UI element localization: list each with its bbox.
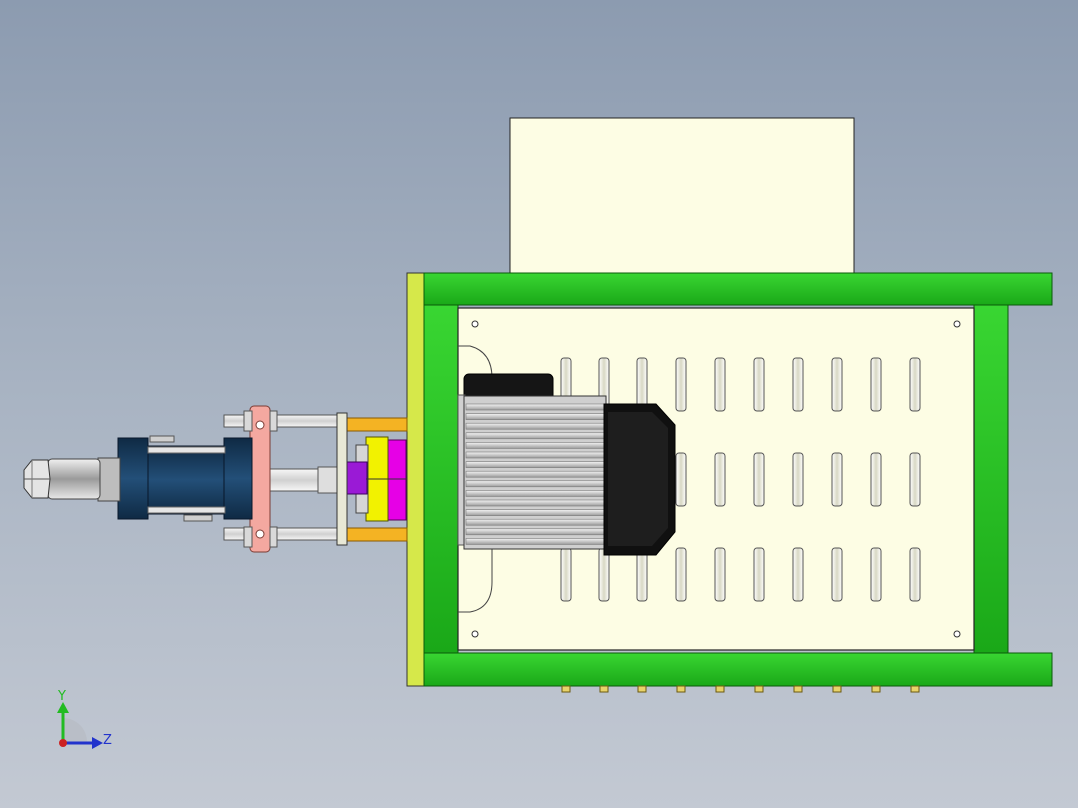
foot [832, 685, 842, 693]
vent-slot [636, 357, 648, 412]
panel-screws [471, 320, 961, 638]
fin [465, 432, 606, 440]
vent-slot [870, 452, 882, 507]
foot [637, 685, 647, 693]
vent-slot [831, 357, 843, 412]
cooling-fins [465, 403, 606, 545]
fin [465, 451, 606, 459]
foot [754, 685, 764, 693]
end-plate[interactable] [406, 272, 425, 687]
foot [715, 685, 725, 693]
fin [465, 490, 606, 497]
foot [676, 685, 686, 693]
fin [465, 461, 606, 468]
vent-slot [636, 547, 648, 602]
vent-slot [675, 452, 687, 507]
vent-slot [870, 357, 882, 412]
foot [793, 685, 803, 693]
spacer-bar-top [345, 417, 408, 432]
fin [465, 413, 606, 420]
vent-slot [714, 547, 726, 602]
foot [599, 685, 609, 693]
cylinder-fitting[interactable] [23, 457, 121, 502]
vent-slot [753, 547, 765, 602]
vent-slot [714, 357, 726, 412]
bearing-plate [336, 412, 348, 546]
green-frame[interactable] [423, 272, 1053, 687]
fin [465, 403, 606, 411]
fin [465, 470, 606, 478]
foot [910, 685, 920, 693]
vent-slot [714, 452, 726, 507]
fin [465, 442, 606, 449]
vent-slot [909, 452, 921, 507]
vent-slot [792, 547, 804, 602]
vent-slot [598, 547, 610, 602]
fin [465, 509, 606, 516]
fin [465, 518, 606, 526]
mounting-flange[interactable] [243, 405, 278, 553]
foot [871, 685, 881, 693]
vent-slot [831, 547, 843, 602]
top-cover-box[interactable] [509, 117, 855, 275]
coupling[interactable] [344, 436, 407, 522]
vent-slot [909, 357, 921, 412]
pneumatic-cylinder[interactable] [117, 435, 253, 522]
vent-slot [870, 547, 882, 602]
spacer-bar-bottom [345, 527, 408, 542]
vent-slot [560, 547, 572, 602]
motor[interactable] [457, 373, 676, 556]
z-axis-label: Z [103, 733, 112, 748]
vent-slot [792, 357, 804, 412]
fan-cover-shade [608, 412, 668, 546]
fin [465, 480, 606, 488]
fin [465, 528, 606, 536]
fin [465, 538, 606, 545]
vent-slot [753, 452, 765, 507]
vent-slot [675, 357, 687, 412]
vent-slot [909, 547, 921, 602]
vent-slot [753, 357, 765, 412]
triad-origin [59, 739, 67, 747]
foot [561, 685, 571, 693]
fin [465, 422, 606, 430]
bottom-feet [561, 685, 920, 693]
vent-slot [792, 452, 804, 507]
y-axis-label: Y [57, 689, 66, 704]
coordinate-triad: Y Z [57, 689, 112, 749]
vent-slot [675, 547, 687, 602]
fin [465, 499, 606, 507]
vent-slot [831, 452, 843, 507]
